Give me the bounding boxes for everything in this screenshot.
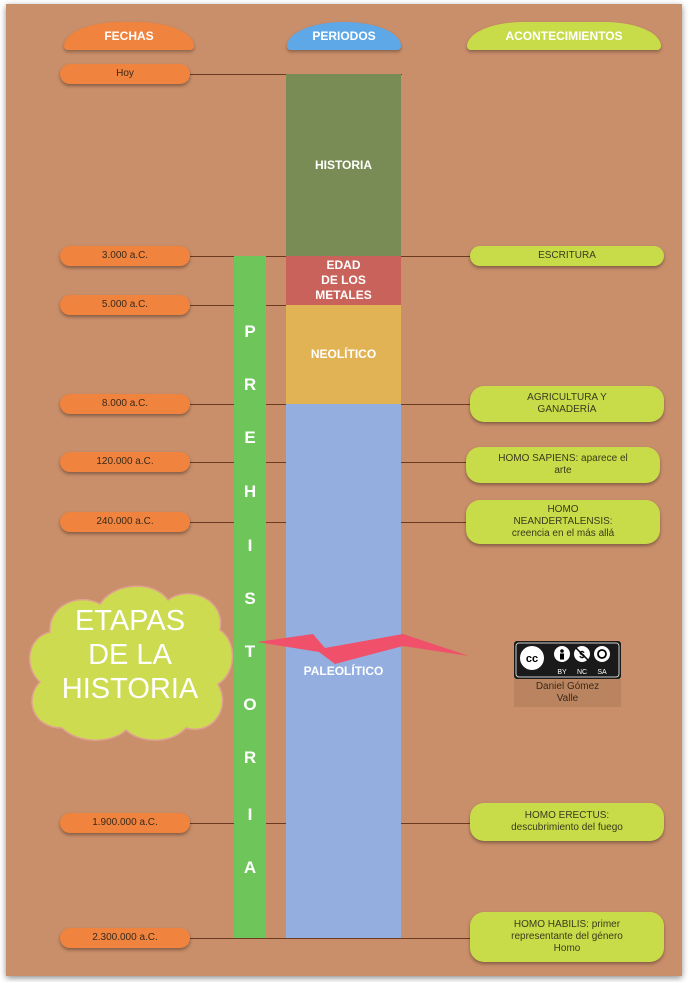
license-badge[interactable]: cc $ BY NC SA Daniel Gómez Valle: [514, 641, 621, 707]
date-240000: 240.000 a.C.: [60, 512, 190, 532]
cloud-title-line3: HISTORIA: [61, 673, 199, 705]
event-habilis-line3: Homo: [553, 943, 581, 954]
prehistoria-bar: [234, 256, 266, 938]
period-metales: EDAD DE LOS METALES: [286, 256, 401, 305]
event-sapiens: HOMO SAPIENS: aparece el arte: [466, 447, 660, 483]
cloud-title-line2: DE LA: [88, 639, 172, 671]
prehistoria-letter: R: [243, 375, 257, 394]
license-sa-label: SA: [597, 669, 607, 676]
date-1900000: 1.900.000 a.C.: [60, 813, 190, 833]
license-author-line2: Valle: [556, 693, 579, 704]
svg-text:$: $: [579, 650, 585, 661]
prehistoria-letter: O: [243, 695, 257, 714]
event-sapiens-line1: HOMO SAPIENS: aparece el: [498, 453, 628, 464]
license-author-line1: Daniel Gómez: [535, 681, 600, 692]
cloud-title-line1: ETAPAS: [74, 605, 186, 637]
header-fechas: FECHAS: [64, 22, 194, 50]
date-hoy: Hoy: [60, 64, 190, 84]
prehistoria-letter: S: [244, 589, 256, 608]
event-sapiens-line2: arte: [554, 465, 572, 476]
event-neandertal: HOMO NEANDERTALENSIS: creencia en el más…: [466, 500, 660, 544]
period-paleolitico-label: PALEOLÍTICO: [303, 663, 384, 678]
prehistoria-letter: A: [243, 858, 257, 877]
prehistoria-letter: I: [247, 805, 253, 824]
period-historia-label: HISTORIA: [314, 157, 373, 172]
license-icon-bar: cc $ BY NC SA: [514, 641, 621, 679]
period-metales-label-1: EDAD: [326, 258, 361, 272]
date-2300000: 2.300.000 a.C.: [60, 928, 190, 948]
event-escritura-label: ESCRITURA: [538, 250, 596, 261]
prehistoria-letter: R: [243, 748, 257, 767]
sa-icon: [594, 646, 610, 662]
cloud-title: ETAPAS DE LA HISTORIA: [40, 604, 220, 706]
header-acontecimientos: ACONTECIMIENTOS: [467, 22, 661, 50]
line-2300000: [190, 938, 480, 939]
prehistoria-letter: E: [244, 428, 256, 447]
event-escritura: ESCRITURA: [470, 246, 664, 266]
license-nc-label: NC: [577, 669, 587, 676]
event-agricultura: AGRICULTURA Y GANADERÍA: [470, 386, 664, 422]
event-agricultura-line1: AGRICULTURA Y: [527, 392, 607, 403]
prehistoria-letter: T: [244, 642, 256, 661]
date-120000: 120.000 a.C.: [60, 452, 190, 472]
lightning-bolt-icon: [257, 634, 469, 664]
period-historia: HISTORIA: [286, 74, 401, 256]
event-erectus-line2: descubrimiento del fuego: [511, 822, 623, 833]
period-neolitico: NEOLÍTICO: [286, 305, 401, 404]
event-neandertal-line1: HOMO: [547, 504, 579, 515]
prehistoria-letter: I: [247, 536, 253, 555]
event-habilis-line2: representante del género: [511, 931, 623, 942]
svg-text:cc: cc: [526, 653, 538, 665]
period-metales-label-3: METALES: [315, 288, 372, 302]
prehistoria-letter: P: [244, 322, 256, 341]
license-author: Daniel Gómez Valle: [514, 679, 621, 707]
date-3000: 3.000 a.C.: [60, 246, 190, 266]
period-paleolitico: PALEOLÍTICO: [286, 404, 401, 938]
header-periodos: PERIODOS: [287, 22, 401, 50]
period-neolitico-label: NEOLÍTICO: [310, 347, 377, 361]
period-metales-label-2: DE LOS: [321, 273, 366, 287]
license-by-label: BY: [557, 669, 567, 676]
cc-by-nc-sa-icon: cc $ BY NC SA: [515, 642, 620, 678]
date-8000: 8.000 a.C.: [60, 394, 190, 414]
event-agricultura-line2: GANADERÍA: [537, 404, 597, 415]
event-habilis: HOMO HABILIS: primer representante del g…: [470, 912, 664, 962]
date-5000: 5.000 a.C.: [60, 295, 190, 315]
event-habilis-line1: HOMO HABILIS: primer: [513, 919, 621, 930]
cloud-shape: [28, 585, 234, 741]
event-neandertal-line3: creencia en el más allá: [511, 528, 615, 539]
cc-icon: [520, 646, 544, 670]
event-erectus-line1: HOMO ERECTUS:: [524, 810, 610, 821]
event-neandertal-line2: NEANDERTALENSIS:: [513, 516, 613, 527]
event-erectus: HOMO ERECTUS: descubrimiento del fuego: [470, 803, 664, 841]
prehistoria-letter: H: [243, 482, 257, 501]
